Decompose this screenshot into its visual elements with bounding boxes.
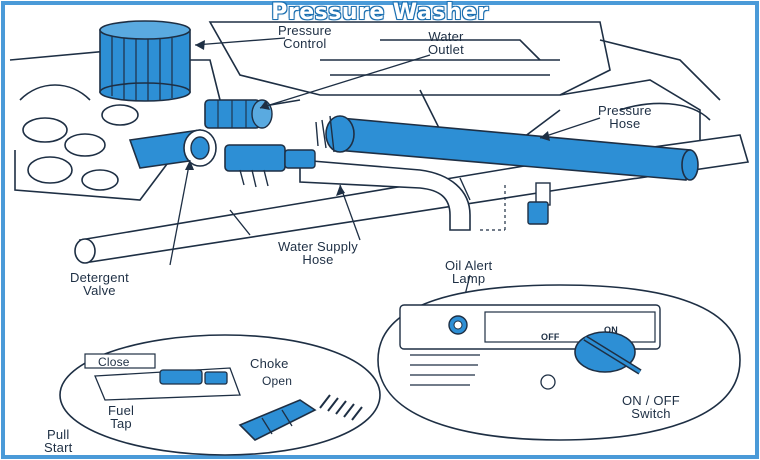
page-title: Pressure Washer bbox=[271, 0, 489, 25]
close-label: Close bbox=[98, 355, 130, 369]
pressure-control-label-line2: Control bbox=[283, 36, 327, 51]
on-off-switch-inset bbox=[377, 284, 741, 441]
oil-alert-lamp-label: Oil Alert Lamp bbox=[445, 259, 492, 285]
oil-alert-lamp-label-line2: Lamp bbox=[452, 271, 486, 286]
pressure-control-knob bbox=[99, 20, 191, 102]
on-marking: ON bbox=[604, 325, 618, 335]
off-marking: OFF bbox=[541, 332, 560, 342]
oil-alert-lamp-label-line1: Oil Alert bbox=[445, 258, 493, 273]
pull-start-label-line1: Pull bbox=[46, 427, 70, 442]
pressure-control-label-line1: Pressure bbox=[278, 23, 332, 38]
pressure-control-label: Pressure Control bbox=[278, 24, 332, 50]
on-off-switch-label-line1: ON / OFF bbox=[622, 393, 680, 408]
pressure-hose-tube bbox=[315, 115, 699, 181]
on-off-switch-label: ON / OFF Switch bbox=[622, 394, 680, 420]
detergent-valve-assembly bbox=[128, 129, 316, 188]
fuel-tap-choke-inset bbox=[59, 334, 381, 456]
detergent-valve-label-line2: Valve bbox=[83, 283, 116, 298]
pressure-hose-label-line1: Pressure bbox=[598, 103, 652, 118]
fuel-tap-label-line1: Fuel bbox=[108, 403, 135, 418]
water-outlet-label-line1: Water bbox=[428, 29, 464, 44]
fuel-tap-label: Fuel Tap bbox=[108, 404, 134, 430]
pull-start-label: Pull Start bbox=[44, 428, 72, 454]
pressure-hose-label-line2: Hose bbox=[609, 116, 641, 131]
water-supply-hose-label: Water Supply Hose bbox=[278, 240, 358, 266]
detergent-valve-label-line1: Detergent bbox=[70, 270, 129, 285]
water-supply-hose-pipe bbox=[299, 159, 506, 231]
detergent-valve-label: Detergent Valve bbox=[70, 271, 129, 297]
on-off-switch-label-line2: Switch bbox=[631, 406, 671, 421]
water-supply-hose-label-line2: Hose bbox=[302, 252, 334, 267]
pressure-hose-label: Pressure Hose bbox=[598, 104, 652, 130]
fuel-tap-label-line2: Tap bbox=[110, 416, 132, 431]
water-outlet-fitting bbox=[204, 99, 273, 129]
water-outlet-label-line2: Outlet bbox=[428, 42, 464, 57]
water-supply-hose-label-line1: Water Supply bbox=[278, 239, 358, 254]
pull-start-label-line2: Start bbox=[44, 440, 73, 455]
choke-label: Choke bbox=[250, 356, 289, 371]
open-label: Open bbox=[262, 374, 293, 388]
quick-connect-fitting bbox=[527, 182, 551, 225]
water-outlet-label: Water Outlet bbox=[428, 30, 464, 56]
